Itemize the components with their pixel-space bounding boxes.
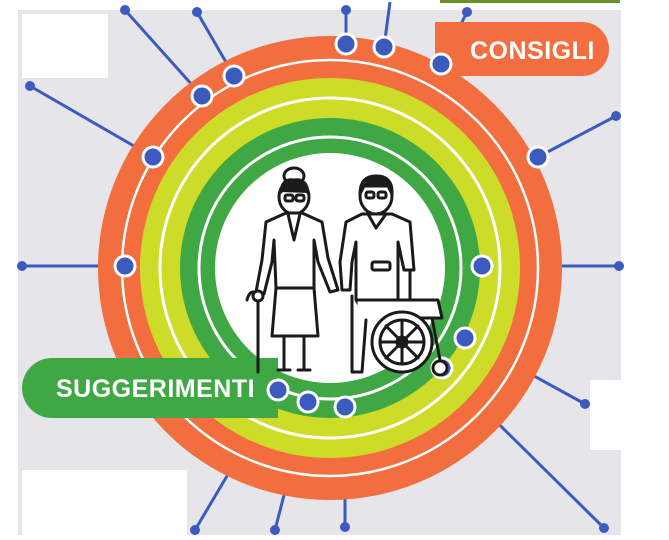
background-white-block bbox=[590, 380, 622, 450]
connector-line bbox=[29, 84, 154, 159]
node bbox=[470, 254, 494, 278]
end-dot bbox=[614, 261, 624, 271]
end-dot bbox=[120, 5, 130, 15]
elderly-couple-illustration bbox=[245, 166, 449, 377]
node bbox=[333, 395, 357, 419]
top-green-strip bbox=[440, 0, 620, 3]
background-white-block bbox=[622, 0, 669, 540]
end-dot bbox=[190, 525, 200, 535]
end-dot bbox=[580, 399, 590, 409]
node bbox=[334, 32, 358, 56]
background-white-block bbox=[22, 470, 187, 536]
background-white-block bbox=[22, 14, 108, 78]
consigli-label: CONSIGLI bbox=[435, 22, 609, 76]
end-dot bbox=[17, 261, 27, 271]
end-dot bbox=[611, 111, 621, 121]
inner-ring-divider bbox=[197, 135, 463, 401]
node bbox=[113, 254, 137, 278]
connector-line bbox=[123, 8, 204, 98]
end-dot bbox=[340, 522, 350, 532]
elderly-woman-icon bbox=[254, 166, 340, 372]
suggerimenti-label: SUGGERIMENTI bbox=[22, 358, 278, 418]
svg-text:SUGGERIMENTI: SUGGERIMENTI bbox=[56, 375, 255, 403]
end-dots bbox=[17, 5, 624, 535]
node bbox=[453, 326, 477, 350]
node bbox=[372, 35, 396, 59]
connector-line bbox=[537, 114, 617, 159]
svg-text:CONSIGLI: CONSIGLI bbox=[470, 37, 595, 65]
node bbox=[266, 378, 290, 402]
end-dot bbox=[192, 7, 202, 17]
end-dot bbox=[462, 7, 472, 17]
middle-ring-divider bbox=[158, 96, 502, 440]
ring-nodes bbox=[113, 32, 550, 419]
end-dot bbox=[341, 5, 351, 15]
node bbox=[190, 84, 214, 108]
node bbox=[141, 145, 165, 169]
wheelchair-icon bbox=[370, 268, 449, 377]
walking-cane-icon bbox=[245, 289, 265, 374]
node bbox=[296, 390, 320, 414]
end-dot bbox=[599, 523, 609, 533]
end-dot bbox=[25, 81, 35, 91]
node bbox=[526, 145, 550, 169]
end-dot bbox=[270, 525, 280, 535]
node bbox=[429, 52, 453, 76]
node bbox=[222, 64, 246, 88]
elderly-man-icon bbox=[338, 174, 416, 374]
